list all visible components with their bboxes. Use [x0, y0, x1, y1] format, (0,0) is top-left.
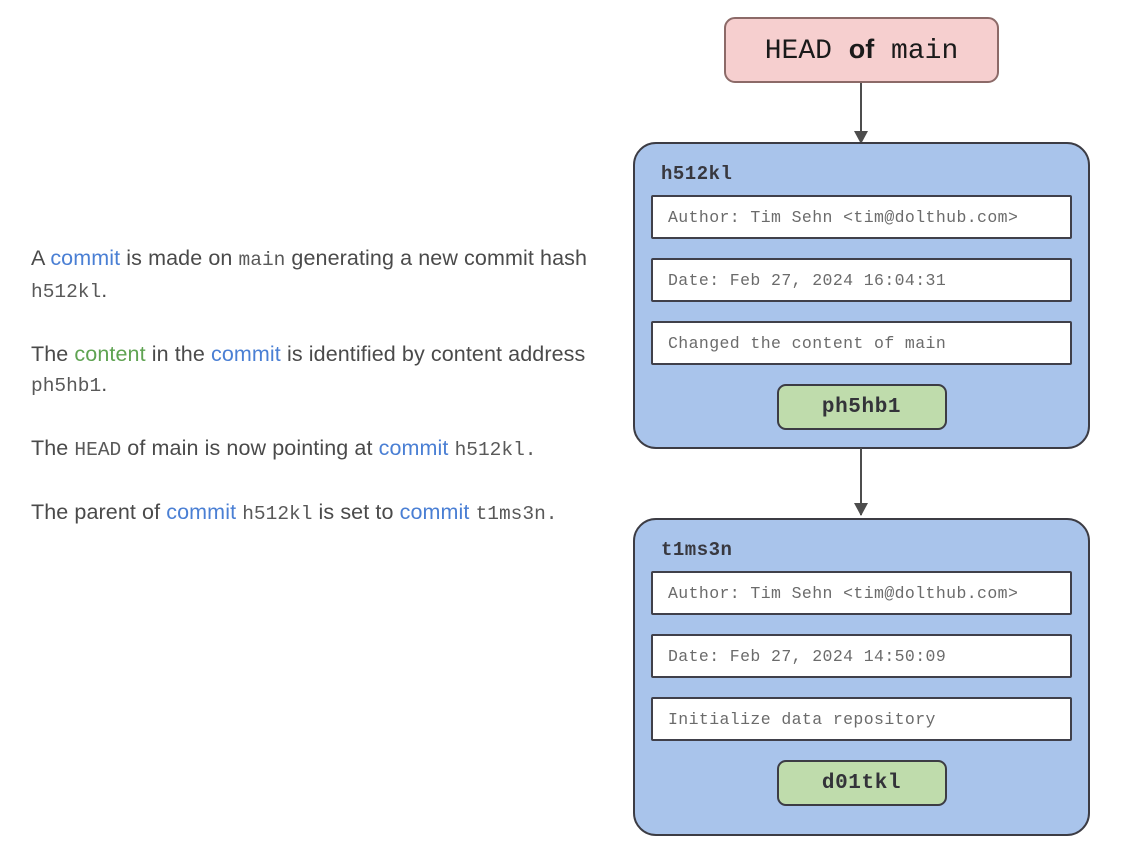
text-segment-blue-3: commit — [378, 436, 449, 460]
content-address-row: ph5hb1 — [651, 384, 1072, 430]
text-segment-plain-4: is identified by content address — [280, 342, 586, 366]
text-segment-mono-5: ph5hb1 — [31, 375, 102, 397]
content-address-row: d01tkl — [651, 760, 1072, 806]
explanation-paragraph-p4: The parent of commit h512kl is set to co… — [31, 497, 591, 529]
commit-date-field: Date: Feb 27, 2024 16:04:31 — [651, 258, 1072, 302]
head-keyword: HEAD — [764, 35, 849, 67]
head-of-word: of — [848, 33, 875, 64]
head-pointer-label: HEAD of main — [765, 34, 959, 67]
text-segment-plain-2: is made on — [120, 246, 239, 270]
text-segment-green-1: content — [74, 342, 146, 366]
content-address-badge-d01tkl: d01tkl — [776, 760, 947, 806]
content-address-label: ph5hb1 — [821, 395, 902, 419]
text-segment-mono-5: h512kl — [31, 281, 102, 303]
text-segment-plain-0: The — [31, 436, 75, 460]
commit-date-text: Date: Feb 27, 2024 16:04:31 — [668, 270, 947, 290]
head-pointer-box: HEAD of main — [724, 17, 999, 83]
text-segment-blue-3: commit — [211, 342, 281, 366]
text-segment-plain-4: generating a new commit hash — [285, 246, 588, 270]
text-segment-plain-4: is set to — [312, 500, 400, 524]
text-segment-mono-6: . — [524, 439, 537, 461]
commit-hash-title: t1ms3n — [661, 539, 733, 561]
text-segment-mono-3: main — [238, 249, 286, 271]
commit-date-text: Date: Feb 27, 2024 14:50:09 — [668, 646, 947, 666]
text-segment-plain-2: of main is now pointing at — [121, 436, 379, 460]
explanation-paragraph-p1: A commit is made on main generating a ne… — [31, 243, 591, 307]
commit-message-field: Changed the content of main — [651, 321, 1072, 365]
text-segment-plain-0: A — [31, 246, 51, 270]
commit-date-field: Date: Feb 27, 2024 14:50:09 — [651, 634, 1072, 678]
text-segment-mono-1: HEAD — [74, 439, 122, 461]
text-segment-plain-0: The parent of — [31, 500, 167, 524]
commit-author-field: Author: Tim Sehn <tim@dolthub.com> — [651, 195, 1072, 239]
commit-message-text: Initialize data repository — [668, 709, 936, 729]
commit-author-field: Author: Tim Sehn <tim@dolthub.com> — [651, 571, 1072, 615]
text-segment-plain-2: in the — [145, 342, 211, 366]
commit-card-h512kl: h512kl Author: Tim Sehn <tim@dolthub.com… — [633, 142, 1090, 449]
text-segment-plain-6: . — [101, 372, 108, 396]
arrow-head-to-commit-h512kl — [860, 83, 862, 143]
text-segment-mono-8: . — [545, 503, 558, 525]
commit-author-text: Author: Tim Sehn <tim@dolthub.com> — [668, 583, 1019, 603]
arrow-commit-h512kl-to-t1ms3n — [860, 448, 862, 515]
commit-message-field: Initialize data repository — [651, 697, 1072, 741]
text-segment-blue-5: commit — [399, 500, 470, 524]
commit-author-text: Author: Tim Sehn <tim@dolthub.com> — [668, 207, 1019, 227]
text-segment-mono-5: h512kl — [454, 439, 525, 461]
text-segment-plain-6: . — [101, 278, 108, 302]
explanation-text-block: A commit is made on main generating a ne… — [31, 243, 591, 529]
text-segment-blue-1: commit — [50, 246, 121, 270]
head-branch-name: main — [874, 35, 959, 67]
text-segment-blue-1: commit — [166, 500, 237, 524]
commit-message-text: Changed the content of main — [668, 333, 947, 353]
commit-hash-title: h512kl — [661, 163, 733, 185]
text-segment-mono-7: t1ms3n — [475, 503, 546, 525]
explanation-paragraph-p2: The content in the commit is identified … — [31, 339, 591, 401]
content-address-badge-ph5hb1: ph5hb1 — [776, 384, 947, 430]
content-address-label: d01tkl — [821, 771, 902, 795]
text-segment-mono-3: h512kl — [242, 503, 313, 525]
text-segment-plain-0: The — [31, 342, 75, 366]
commit-card-t1ms3n: t1ms3n Author: Tim Sehn <tim@dolthub.com… — [633, 518, 1090, 836]
explanation-paragraph-p3: The HEAD of main is now pointing at comm… — [31, 433, 591, 465]
